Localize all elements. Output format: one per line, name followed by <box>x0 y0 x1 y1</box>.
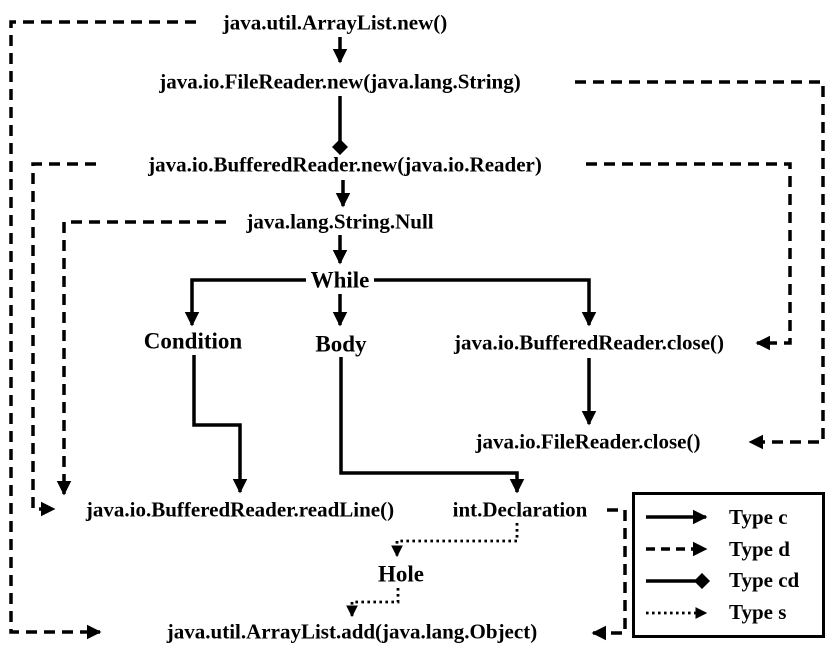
edge-c-while-to-condition <box>184 278 306 327</box>
edge-s-hole-to-arraylist-add <box>346 588 400 618</box>
node-string-null: java.lang.String.Null <box>246 209 434 234</box>
node-filereader-new: java.io.FileReader.new(java.lang.String) <box>159 69 521 94</box>
edge-c-body-to-int-declaration <box>339 357 525 494</box>
legend-row-type-c: Type c <box>644 505 816 530</box>
edge-c-condition-to-bufferedreader-readline <box>192 355 248 494</box>
solid-diamond-icon <box>646 572 711 589</box>
node-int-declaration: int.Declaration <box>452 497 588 522</box>
edge-c-while-to-bufferedreader-close <box>374 278 597 327</box>
node-bufferedreader-close: java.io.BufferedReader.close() <box>453 330 725 355</box>
edge-d-int-declaration-to-arraylist-add <box>591 508 627 641</box>
dashed-arrow-icon <box>646 541 708 557</box>
node-body: Body <box>315 331 367 357</box>
legend-row-type-cd: Type cd <box>644 568 816 593</box>
node-filereader-close: java.io.FileReader.close() <box>475 429 701 454</box>
node-arraylist-add: java.util.ArrayList.add(java.lang.Object… <box>166 619 538 644</box>
legend-label-type-s: Type s <box>729 600 787 625</box>
edge-d-arraylist-new-to-arraylist-add <box>9 20 196 640</box>
node-bufferedreader-readline: java.io.BufferedReader.readLine() <box>85 497 395 522</box>
node-while: While <box>310 267 370 293</box>
dotted-arrow-icon <box>646 606 708 619</box>
edge-d-bufferedreader-new-to-bufferedreader-close <box>586 162 792 351</box>
solid-arrow-icon <box>646 509 708 525</box>
edge-d-bufferedreader-new-to-bufferedreader-readline <box>31 162 96 517</box>
legend-label-type-d: Type d <box>729 536 790 561</box>
edge-d-filereader-new-to-filereader-close <box>575 80 825 450</box>
node-hole: Hole <box>378 561 424 587</box>
legend-row-type-d: Type d <box>644 537 816 562</box>
legend-row-type-s: Type s <box>644 600 816 625</box>
edge-d-string-null-to-bufferedreader-readline <box>56 220 226 496</box>
node-condition: Condition <box>143 328 243 354</box>
node-arraylist-new: java.util.ArrayList.new() <box>222 10 448 35</box>
legend-box: Type c Type d Type cd Type s <box>632 492 825 638</box>
edge-s-int-declaration-to-hole <box>391 523 519 558</box>
legend-label-type-cd: Type cd <box>729 568 800 593</box>
node-bufferedreader-new: java.io.BufferedReader.new(java.io.Reade… <box>148 152 542 177</box>
legend-label-type-c: Type c <box>729 504 788 529</box>
